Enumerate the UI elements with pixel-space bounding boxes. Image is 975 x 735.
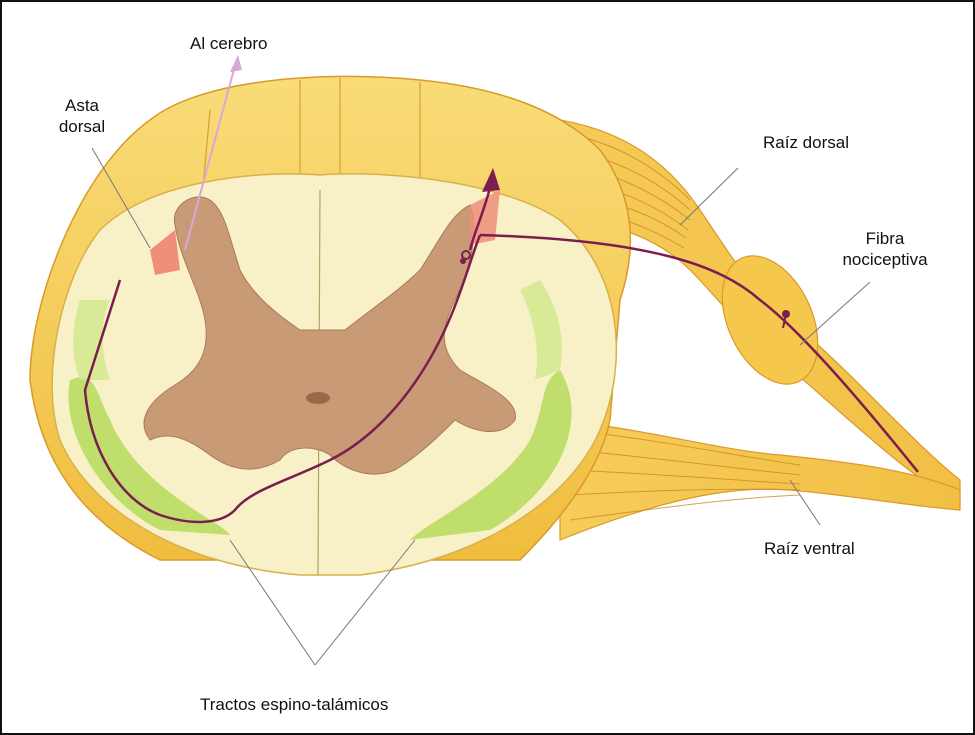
spinal-cord [30,76,630,575]
label-raiz-dorsal: Raíz dorsal [763,132,849,153]
label-fibra-nociceptiva: Fibra nociceptiva [835,228,935,270]
label-asta-dorsal-line2: dorsal [52,116,112,137]
central-canal [306,392,330,404]
label-tractos-espino-talamicos: Tractos espino-talámicos [200,694,388,715]
label-fibra-line1: Fibra [835,228,935,249]
label-asta-dorsal: Asta dorsal [52,95,112,137]
label-raiz-ventral: Raíz ventral [764,538,855,559]
label-asta-dorsal-line1: Asta [52,95,112,116]
label-fibra-line2: nociceptiva [835,249,935,270]
label-al-cerebro: Al cerebro [190,33,267,54]
